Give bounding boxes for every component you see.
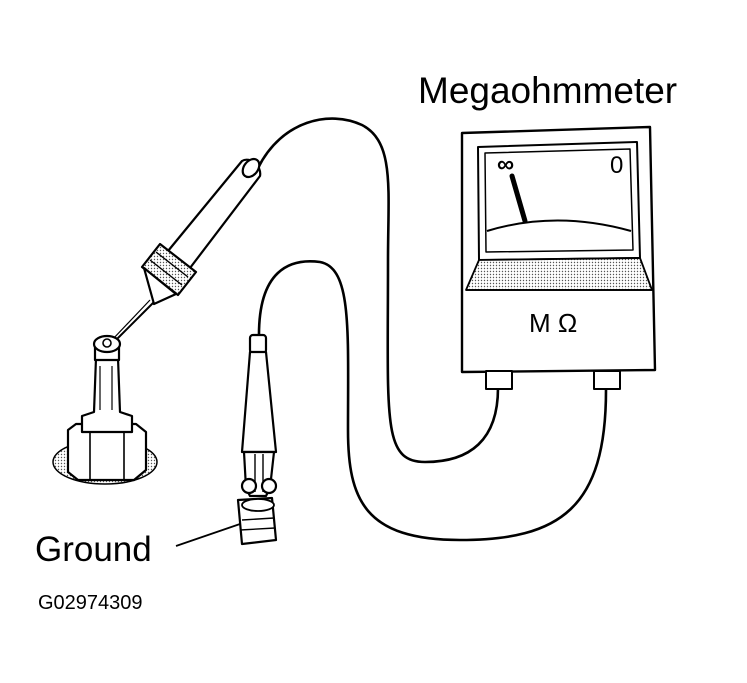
meter-unit-label: M Ω xyxy=(529,308,577,338)
megaohmmeter: ∞ 0 M Ω xyxy=(460,125,657,390)
meter-scale-zero: 0 xyxy=(610,152,623,179)
clip-cable-boot xyxy=(248,333,268,355)
figure-code: G02974309 xyxy=(38,592,143,614)
clip-lead-cable xyxy=(257,260,608,542)
meter-terminal-left xyxy=(485,370,513,390)
probe-collar xyxy=(140,242,198,297)
probe-nose xyxy=(142,266,178,306)
clip-sleeve xyxy=(240,350,278,454)
meter-scale-infinity: ∞ xyxy=(497,151,514,178)
megaohmmeter-label: Megaohmmeter xyxy=(418,70,678,111)
meter-face-recess xyxy=(484,148,634,253)
meter-bezel-bottom xyxy=(465,257,653,291)
meter-terminal-right xyxy=(593,370,621,390)
test-probe xyxy=(111,157,262,341)
test-leads xyxy=(256,117,608,542)
probe-handle-top xyxy=(241,157,261,179)
meter-scale-arc xyxy=(486,219,632,232)
plug-insulator xyxy=(80,356,134,434)
ground-clip xyxy=(236,333,278,546)
ground-leader-line xyxy=(175,523,241,547)
spark-plug xyxy=(52,334,158,485)
ground-label: Ground xyxy=(35,530,152,569)
meter-needle xyxy=(509,173,528,224)
probe-lead-cable xyxy=(256,117,500,464)
probe-tip xyxy=(115,301,155,341)
